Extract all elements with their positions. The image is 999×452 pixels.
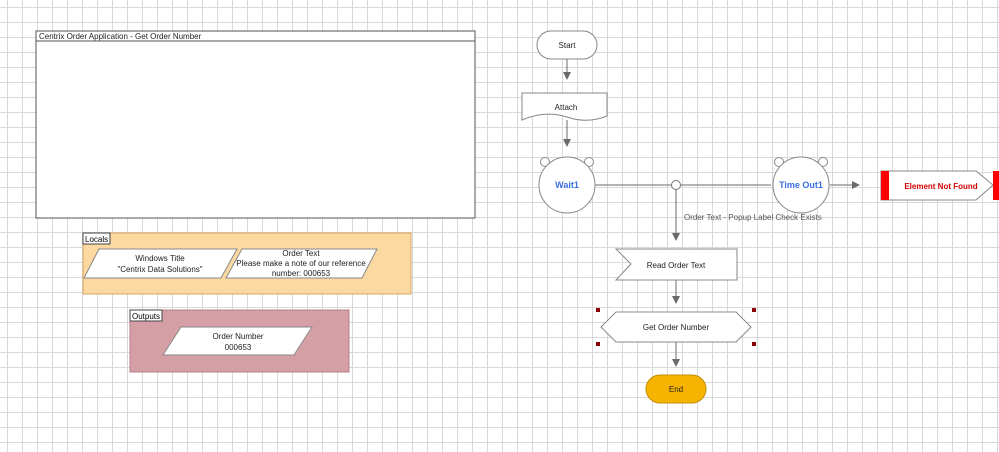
- exception-bar-left: [881, 171, 889, 200]
- data-item-value: Please make a note of our reference: [236, 259, 366, 268]
- clock-bell-icon: [584, 157, 594, 167]
- data-item-name: Order Text: [282, 249, 320, 258]
- note-block-title: Centrix Order Application - Get Order Nu…: [39, 32, 202, 41]
- calc-stage-label: Get Order Number: [643, 323, 710, 332]
- condition-label: Order Text - Popup Label Check Exists: [684, 213, 822, 222]
- attach-stage[interactable]: Attach: [521, 92, 608, 121]
- data-item-name: Order Number: [212, 332, 263, 341]
- data-item-windows-title[interactable]: Windows Title "Centrix Data Solutions": [83, 248, 238, 279]
- exception-stage-label: Element Not Found: [904, 182, 977, 191]
- calc-stage[interactable]: Get Order Number: [596, 308, 756, 346]
- read-stage[interactable]: Read Order Text: [614, 248, 738, 281]
- read-stage-label: Read Order Text: [647, 261, 706, 270]
- attach-stage-label: Attach: [555, 103, 578, 112]
- start-stage-label: Start: [559, 41, 577, 50]
- stopwatch-icon: [772, 156, 830, 214]
- exception-bar-right: [993, 171, 999, 200]
- timeout-stage-label: Time Out1: [779, 180, 823, 190]
- data-item-value: "Centrix Data Solutions": [117, 265, 202, 274]
- note-block[interactable]: Centrix Order Application - Get Order Nu…: [35, 30, 476, 219]
- outputs-label: Outputs: [132, 312, 160, 321]
- wait-stage-label: Wait1: [555, 180, 579, 190]
- clock-bell-icon: [540, 157, 550, 167]
- data-item-value: 000653: [225, 343, 252, 352]
- selection-handle[interactable]: [752, 308, 756, 312]
- selection-handle[interactable]: [752, 342, 756, 346]
- data-item-order-text[interactable]: Order Text Please make a note of our ref…: [225, 248, 378, 279]
- exception-stage[interactable]: Element Not Found: [880, 170, 999, 201]
- end-stage-label: End: [669, 385, 683, 394]
- clock-bell-icon: [818, 157, 828, 167]
- end-stage[interactable]: End: [645, 374, 707, 404]
- data-item-order-number[interactable]: Order Number 000653: [162, 326, 313, 356]
- data-item-value: number: 000653: [272, 269, 331, 278]
- connectors: [563, 59, 860, 367]
- start-stage[interactable]: Start: [536, 30, 598, 60]
- timeout-stage[interactable]: Time Out1: [772, 156, 830, 214]
- locals-label: Locals: [85, 235, 108, 244]
- clock-bell-icon: [774, 157, 784, 167]
- locals-block[interactable]: Locals Windows Title "Centrix Data Solut…: [82, 232, 412, 295]
- wait-stage[interactable]: Wait1: [538, 156, 596, 214]
- selection-handle[interactable]: [596, 342, 600, 346]
- wait-condition-junction[interactable]: [671, 180, 681, 190]
- outputs-block[interactable]: Outputs Order Number 000653: [129, 309, 350, 373]
- stopwatch-icon: [538, 156, 596, 214]
- data-item-name: Windows Title: [135, 254, 185, 263]
- selection-handle[interactable]: [596, 308, 600, 312]
